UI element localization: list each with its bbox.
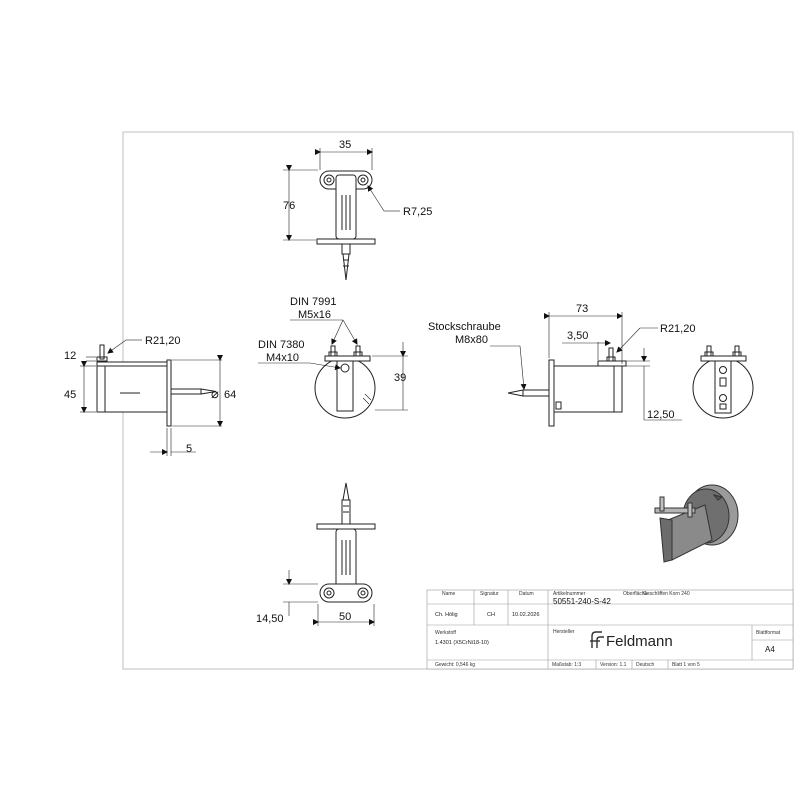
brand-name: Feldmann <box>606 633 673 650</box>
tb-name: Ch. Hölig <box>435 612 458 618</box>
tb-werkstoff-label: Werkstoff <box>435 630 457 636</box>
tb-signatur: CH <box>487 612 495 618</box>
left-radius-label: R21,20 <box>145 335 180 347</box>
bottom-width-label: 50 <box>339 611 351 623</box>
left-flange-label: 5 <box>186 443 192 455</box>
tb-version: Version: 1.1 <box>600 662 627 668</box>
left-diameter-symbol: ⌀ <box>211 386 219 401</box>
isometric-view <box>654 484 739 563</box>
tb-sprache: Deutsch <box>636 662 655 668</box>
tb-massstab: Maßstab: 1:3 <box>552 662 581 668</box>
front-height-label: 39 <box>394 372 406 384</box>
top-width-label: 35 <box>339 139 351 151</box>
top-radius-label: R7,25 <box>403 206 432 218</box>
right-length-label: 73 <box>576 303 588 315</box>
feldmann-logo-icon <box>590 631 604 648</box>
tb-header-name: Name <box>442 591 456 597</box>
din7991-size-label: M5x16 <box>298 309 331 321</box>
tb-blattformat-label: Blattformat <box>756 630 781 636</box>
bottom-offset-label: 14,50 <box>256 613 284 625</box>
tb-header-signatur: Signatur <box>480 591 499 597</box>
end-view <box>692 345 754 419</box>
top-view <box>283 148 400 281</box>
din7380-label: DIN 7380 <box>258 339 304 351</box>
right-offset-label: 3,50 <box>567 330 588 342</box>
left-view <box>80 339 223 456</box>
left-diameter-label: 64 <box>224 389 236 401</box>
top-height-label: 76 <box>283 200 295 212</box>
tb-werkstoff: 1.4301 (X5CrNi18-10) <box>435 640 489 646</box>
right-view <box>490 312 682 427</box>
right-radius-label: R21,20 <box>660 323 695 335</box>
left-pin-label: 12 <box>64 350 76 362</box>
din7991-label: DIN 7991 <box>290 296 336 308</box>
right-depth-label: 12,50 <box>647 409 675 421</box>
tb-oberflaeche-label: Oberfläche: <box>623 591 649 597</box>
tb-oberflaeche: Geschliffen Korn 240 <box>643 591 690 597</box>
stockschraube-label: Stockschraube <box>428 321 501 333</box>
din7380-size-label: M4x10 <box>266 352 299 364</box>
stockschraube-size-label: M8x80 <box>455 334 488 346</box>
left-height-label: 45 <box>64 389 76 401</box>
title-block <box>426 589 794 670</box>
tb-artikel: 50551-240-S-42 <box>553 597 611 606</box>
tb-hersteller-label: Hersteller <box>553 629 575 635</box>
bottom-view <box>283 482 376 626</box>
tb-blatt: Blatt 1 von 5 <box>672 662 700 668</box>
tb-header-datum: Datum <box>519 591 534 597</box>
front-view <box>258 319 408 419</box>
tb-gewicht: Gewicht: 0,546 kg <box>435 662 475 668</box>
tb-datum: 10.02.2026 <box>512 612 540 618</box>
tb-artikel-label: Artikelnummer <box>553 591 586 597</box>
tb-blattformat: A4 <box>765 645 775 654</box>
